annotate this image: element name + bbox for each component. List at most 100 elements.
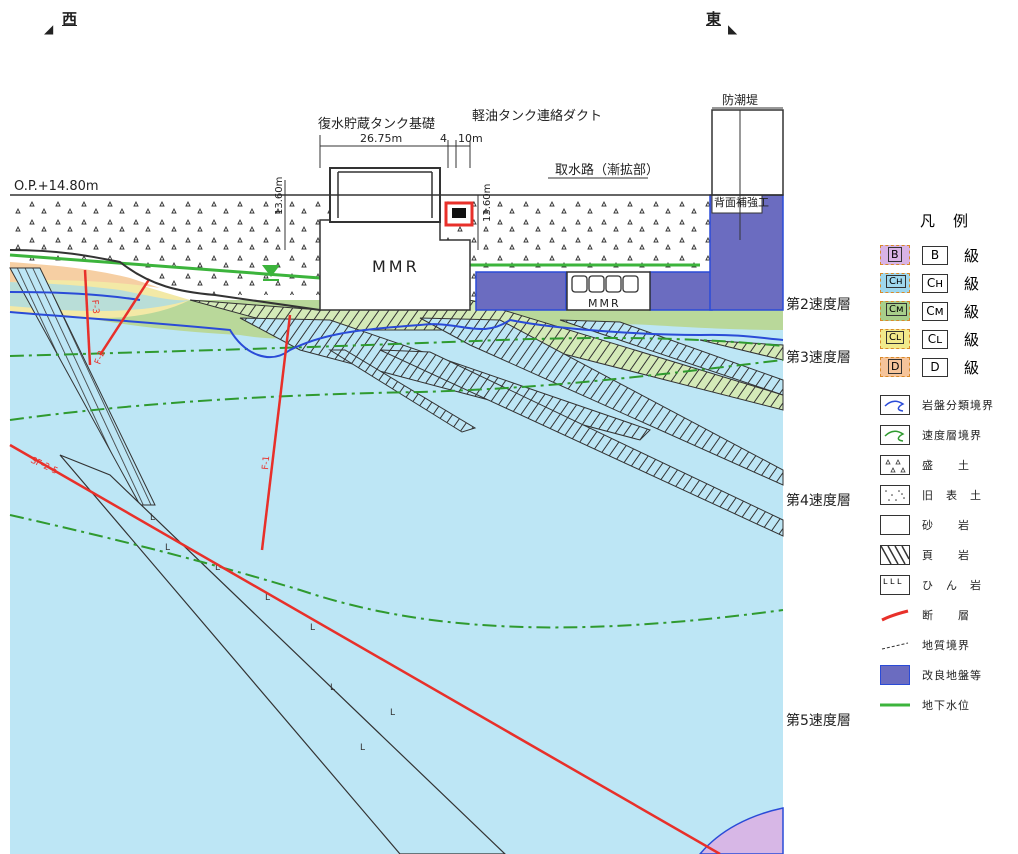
groundwater-line: [9, 253, 700, 280]
west-arrow-icon: ◢: [44, 22, 54, 36]
legend-grade-cl-label: Cʟ: [922, 329, 948, 349]
legend-grade-cm-suffix: 級: [964, 302, 980, 321]
shale-band-4: [379, 349, 784, 537]
legend-item-label: 岩盤分類境界: [922, 399, 994, 412]
velocity-layer-5-label: 第5速度層: [786, 713, 851, 729]
intake-mmr: [566, 271, 651, 311]
legend-item-label: 改良地盤等: [922, 669, 982, 682]
legend-grade-d-suffix: 級: [964, 358, 980, 377]
east-arrow-icon: ◣: [728, 22, 738, 36]
legend-item: 頁 岩: [880, 544, 970, 566]
mmr-main-label: MMR: [372, 257, 420, 276]
west-label: 西: [62, 10, 78, 28]
cl-swatch-icon: Cʟ: [880, 329, 910, 349]
legend-grade-b-label: B: [922, 245, 948, 265]
legend-grade-cm: Cᴍ Cᴍ 級: [880, 300, 979, 322]
seawall-improved-ground: [709, 194, 784, 311]
legend-grade-d-label: D: [922, 357, 948, 377]
d-swatch-icon: D: [880, 357, 910, 377]
seawall-label: 防潮堤: [722, 92, 758, 107]
legend-item: 旧 表 土: [880, 484, 982, 506]
svg-text:ᒪ: ᒪ: [360, 743, 365, 753]
width-main-label: 26.75m: [360, 132, 402, 145]
legend-grade-b: B B 級: [880, 244, 979, 266]
faults: [9, 269, 721, 854]
shale-band-steep: [9, 267, 156, 506]
svg-text:ᒪ: ᒪ: [150, 513, 155, 523]
rock-class-boundary-icon: [880, 395, 910, 415]
legend-item: ᒪ ᒪ ᒪ ひ ん 岩: [880, 574, 982, 596]
shale-icon: [880, 545, 910, 565]
excavation-line: [9, 249, 321, 311]
porphyrite-marks: ᒪ ᒪ ᒪ ᒪ ᒪ ᒪ ᒪ ᒪ: [150, 513, 395, 753]
legend-item-label: 地下水位: [922, 699, 970, 712]
velocity-layer-4-label: 第4速度層: [786, 493, 851, 509]
svg-text:ᒪ: ᒪ: [390, 708, 395, 718]
svg-text:ᒪ: ᒪ: [215, 563, 220, 573]
op-level-label: O.P.+14.80m: [14, 179, 99, 194]
water-level-marker: [262, 265, 280, 277]
gap-label: 4: [440, 132, 447, 145]
improved-ground-2: [649, 271, 713, 311]
legend-grade-ch-suffix: 級: [964, 274, 980, 293]
mmr-intake-label: MMR: [588, 297, 621, 310]
legend-item: 岩盤分類境界: [880, 394, 994, 416]
depth-right-label: 13.60m: [482, 184, 493, 222]
legend-grade-cm-label: Cᴍ: [922, 301, 948, 321]
legend-item: 地質境界: [880, 634, 970, 656]
legend-item-label: 旧 表 土: [922, 489, 982, 502]
b-swatch-icon: B: [880, 245, 910, 265]
width-duct-label: 10m: [458, 132, 483, 145]
ch-swatch-icon: Cʜ: [880, 273, 910, 293]
sandstone-icon: [880, 515, 910, 535]
legend-item-label: 盛 土: [922, 459, 970, 472]
velocity-layer-2-label: 第2速度層: [786, 297, 851, 313]
velocity-layer-3-label: 第3速度層: [786, 350, 851, 366]
fault-label-f3: F-3: [89, 299, 100, 314]
cm-swatch-icon: Cᴍ: [880, 301, 910, 321]
legend-item: 改良地盤等: [880, 664, 982, 686]
porphyrite-icon: ᒪ ᒪ ᒪ: [880, 575, 910, 595]
svg-text:ᒪ: ᒪ: [165, 543, 170, 553]
velocity-boundaries: [9, 337, 784, 629]
shale-band-3: [419, 317, 784, 486]
legend-item-label: ひ ん 岩: [922, 579, 982, 592]
legend-grade-ch: Cʜ Cʜ 級: [880, 272, 979, 294]
condensate-tank-label: 復水貯蔵タンク基礎: [318, 116, 435, 132]
fill-soil-icon: [880, 455, 910, 475]
legend-grade-ch-label: Cʜ: [922, 273, 948, 293]
groundwater-level-icon: [880, 695, 910, 715]
legend-item-label: 頁 岩: [922, 549, 970, 562]
legend-item-label: 断 層: [922, 609, 970, 622]
legend-grade-cl: Cʟ Cʟ 級: [880, 328, 979, 350]
legend-title: 凡例: [920, 212, 987, 230]
fault-icon: [880, 605, 910, 625]
legend-grade-b-suffix: 級: [964, 246, 980, 265]
legend-item: 盛 土: [880, 454, 970, 476]
duct-label: 軽油タンク連絡ダクト: [472, 108, 602, 124]
fault-label-f1: F-1: [261, 455, 272, 470]
improved-ground-1: [475, 271, 567, 311]
ground-improvement-icon: [880, 665, 910, 685]
backfill-label: 背面補強工: [714, 195, 769, 209]
intake-cells: [571, 275, 639, 293]
legend-grade-cl-suffix: 級: [964, 330, 980, 349]
east-label: 東: [706, 10, 722, 28]
legend-item-label: 砂 岩: [922, 519, 970, 532]
intake-label: 取水路（漸拡部）: [555, 162, 659, 178]
old-topsoil-icon: [880, 485, 910, 505]
legend-item: 地下水位: [880, 694, 970, 716]
svg-text:ᒪ: ᒪ: [265, 593, 270, 603]
legend-item: 砂 岩: [880, 514, 970, 536]
svg-text:ᒪ: ᒪ: [330, 683, 335, 693]
legend-item: 断 層: [880, 604, 970, 626]
legend-item-label: 速度層境界: [922, 429, 982, 442]
b-class-zone: [699, 807, 784, 854]
dimension-lines: [284, 107, 783, 250]
velocity-layer-boundary-icon: [880, 425, 910, 445]
fault-label-f2: F-2: [93, 349, 107, 366]
rock-class-boundaries: [9, 291, 784, 359]
geologic-boundary-icon: [880, 635, 910, 655]
svg-text:ᒪ: ᒪ: [310, 623, 315, 633]
legend-item-label: 地質境界: [922, 639, 970, 652]
